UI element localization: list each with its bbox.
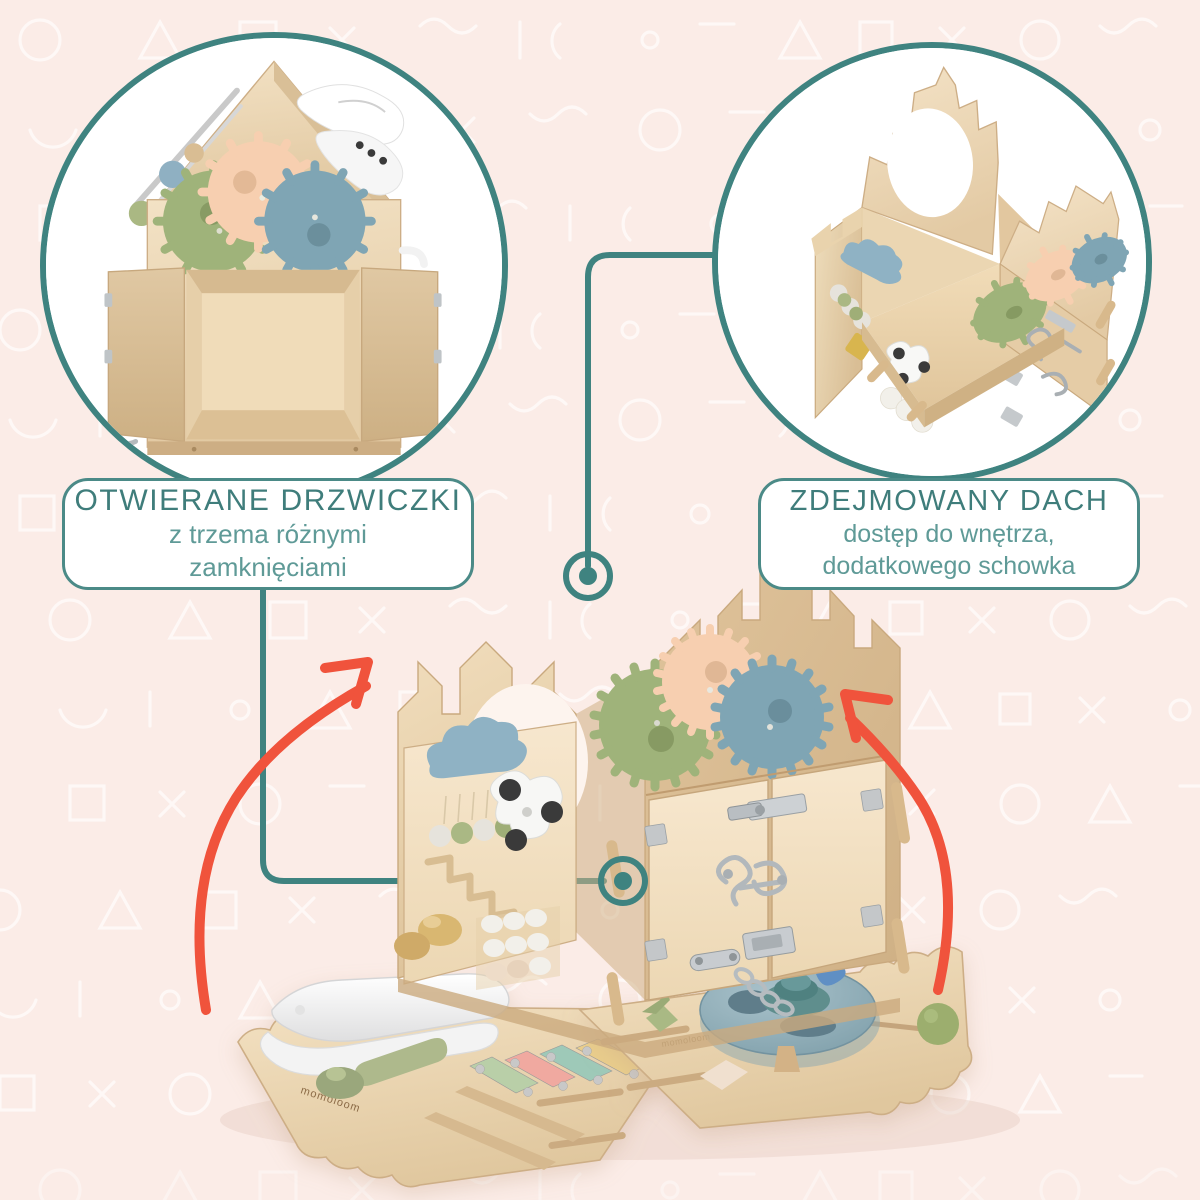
doors <box>644 754 891 1017</box>
telephone-handset <box>259 973 510 1076</box>
arrow-left-head <box>320 657 373 709</box>
handle-right-bottom <box>891 918 910 974</box>
cloud-bead-maze <box>426 716 527 847</box>
inset-roof-illustration <box>718 48 1146 476</box>
callout-doors-line2: zamknięciami <box>189 552 347 583</box>
callout-doors-line1: z trzema różnymi <box>169 519 367 550</box>
busy-house <box>394 545 910 1058</box>
roof-connector-line <box>585 252 748 569</box>
callout-roof-title: ZDEJMOWANY DACH <box>789 485 1109 518</box>
roof-seam-dot <box>563 551 613 601</box>
key-3 <box>539 1044 613 1082</box>
arrow-right-head <box>840 689 893 743</box>
arrow-left-shaft <box>194 681 371 1015</box>
fidget-spinner <box>490 770 563 851</box>
hinges-right <box>860 788 884 928</box>
callout-roof-line1: dostęp do wnętrza, <box>843 519 1055 548</box>
key-2 <box>504 1050 576 1088</box>
mallet <box>354 1038 448 1086</box>
callout-roof-line2: dodatkowego schowka <box>822 551 1076 580</box>
phone-on-roof <box>296 84 405 196</box>
abacus <box>476 906 560 990</box>
gear-blue <box>710 654 834 780</box>
zigzag-maze <box>424 854 518 920</box>
lock-slide-bolt <box>727 793 808 821</box>
callout-doors: OTWIERANE DRZWICZKI z trzema różnymi zam… <box>62 478 474 590</box>
key-1 <box>469 1056 539 1094</box>
arrow-right-shaft <box>845 713 953 995</box>
handle-left-bottom <box>606 972 625 1026</box>
right-door-panel <box>589 624 910 1026</box>
inset-doors-illustration <box>46 38 502 494</box>
inset2-gears <box>970 232 1130 349</box>
handle-right-top <box>891 782 910 844</box>
roof-rod <box>128 87 243 227</box>
inset-doors-open <box>40 32 508 500</box>
hinges-left <box>644 823 668 962</box>
doors-dot <box>598 856 648 906</box>
lock-hasp-chain <box>689 926 796 1017</box>
callout-doors-title: OTWIERANE DRZWICZKI <box>74 483 462 517</box>
door-left <box>648 779 769 1001</box>
inset-gears <box>152 131 376 283</box>
door-right <box>771 759 887 979</box>
doors-connector-line <box>260 587 607 884</box>
shape-beige <box>700 1060 748 1090</box>
callout-roof: ZDEJMOWANY DACH dostęp do wnętrza, dodat… <box>758 478 1140 590</box>
gear-group <box>589 624 834 792</box>
left-activity-panel <box>394 716 577 990</box>
gear-peach <box>653 624 767 740</box>
shape-green <box>646 1006 678 1032</box>
inset-roof-removed <box>712 42 1152 482</box>
